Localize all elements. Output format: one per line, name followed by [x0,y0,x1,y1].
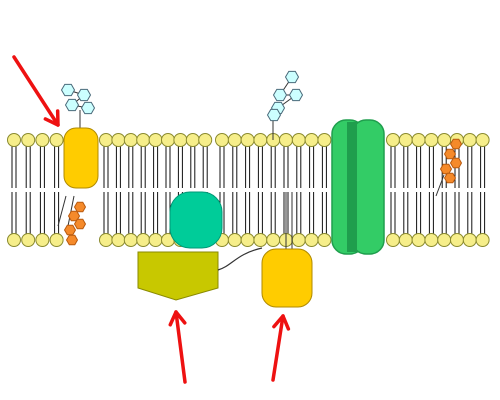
phospholipid-head [240,133,255,147]
cholesterol-left [63,201,87,246]
carbohydrate-hexagon [60,83,76,97]
phospholipid-head [437,233,452,247]
anchored-protein [261,248,313,308]
phospholipid-head [111,133,126,147]
cholesterol-ring [449,138,463,150]
glycoprotein [63,127,99,189]
phospholipid-head [279,133,293,147]
cholesterol-right [435,138,463,197]
phospholipid-head [35,133,50,147]
phospholipid-head [475,233,490,247]
phospholipid-head [185,133,200,147]
phospholipid-head [253,233,268,247]
carbohydrate-hexagon [288,88,304,102]
phospholipid-head [253,133,268,147]
cholesterol-tail [435,174,445,197]
phospholipid-head [227,233,242,247]
phospholipid-head [35,233,50,247]
phospholipid-head [317,133,332,147]
protein-link [217,247,263,271]
arrow-head [43,109,60,127]
phospholipid-head [398,133,413,147]
cholesterol-ring [63,224,77,236]
carbohydrate-chain-left [60,83,96,128]
phospholipid-head [123,133,138,147]
peripheral-protein [137,251,219,301]
phospholipid-head [475,133,490,147]
phospholipid-head [7,133,21,147]
carbohydrate-hexagon [272,88,288,102]
channel-protein [331,119,385,255]
arrow-shaft [174,310,187,384]
phospholipid-head [437,133,452,147]
cholesterol-ring [439,163,453,175]
arrow-shaft [271,314,285,382]
carbohydrate-hexagon [266,108,282,122]
phospholipid-head [99,133,113,147]
phospholipid-head [148,233,163,247]
phospholipid-head [49,233,64,247]
arrow-head [168,310,187,327]
phospholipid-head [240,233,255,247]
arrow-peripheral-protein [168,310,187,384]
phospholipid-head [304,233,319,247]
phospholipid-head [386,233,400,247]
phospholipid-head [99,233,113,247]
phospholipid-head [462,133,477,147]
phospholipid-head [291,133,306,147]
carbohydrate-chain-right [266,70,304,140]
cholesterol-ring [65,234,79,246]
phospholipid-head [173,133,188,147]
cholesterol-ring [443,172,457,184]
phospholipid-head [398,233,413,247]
phospholipid-head [161,133,175,147]
phospholipid-head [111,233,126,247]
phospholipid-head [424,233,439,247]
phospholipid-head [227,133,242,147]
carbohydrate-hexagon [284,70,300,84]
cholesterol-ring [73,201,87,213]
cholesterol-ring [443,148,457,160]
phospholipid-head [215,133,229,147]
phospholipid-head [411,133,426,147]
globular-protein [169,191,223,249]
phospholipid-head [424,133,439,147]
phospholipid-head [291,233,306,247]
phospholipid-head [123,233,138,247]
phospholipid-head [266,233,281,247]
cholesterol-ring [73,218,87,230]
phospholipid-head [317,233,332,247]
phospholipid-head [450,233,464,247]
carbohydrate-hexagon [64,98,80,112]
phospholipid-head [462,233,477,247]
arrow-head [272,314,291,331]
phospholipid-head [304,133,319,147]
arrow-anchored-protein [271,314,291,382]
arrow-shaft [12,55,60,127]
cholesterol-ring [449,157,463,169]
phospholipid-head [49,133,64,147]
lipid-tails [11,146,486,234]
arrow-glycoprotein [12,55,60,127]
channel-pore [347,122,357,252]
phospholipid-heads [7,133,490,247]
phospholipid-head [136,133,151,147]
phospholipid-head [386,133,400,147]
glycoprotein-tail [57,195,67,227]
phospholipid-head [7,233,21,247]
phospholipid-head [21,233,36,247]
carbohydrate-hexagon [76,88,92,102]
carbohydrate-hexagon [80,101,96,115]
phospholipid-head [411,233,426,247]
phospholipid-head [136,233,151,247]
phospholipid-head [21,133,36,147]
phospholipid-head [148,133,163,147]
phospholipid-head [198,133,213,147]
